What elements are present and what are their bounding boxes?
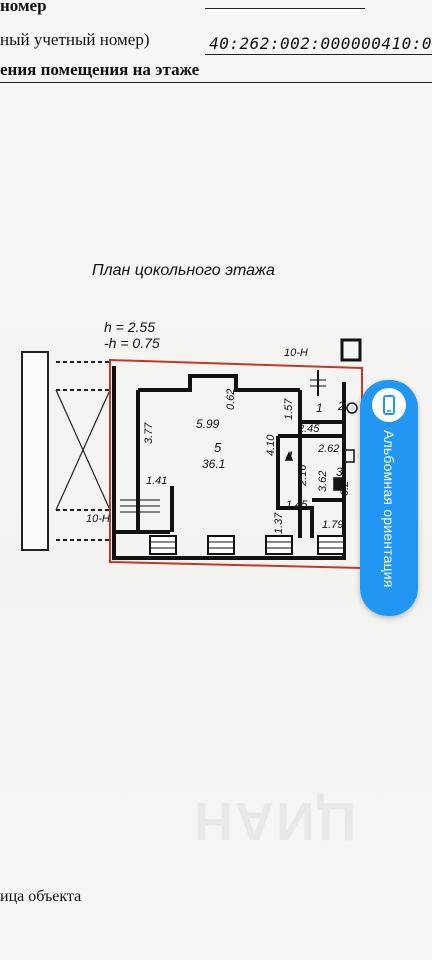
- plan-title: План цокольного этажа: [92, 262, 275, 279]
- wall-label-left: 10-Н: [86, 513, 110, 525]
- wall-label-top: 10-Н: [284, 347, 308, 359]
- height-label: h = 2.55: [104, 319, 155, 335]
- dim-2-62: 2.62: [317, 443, 339, 455]
- floor-plan: h = 2.55 -h = 0.75 10-Н 10-Н 5.99 5 36.1…: [21, 319, 363, 570]
- room-2-number: 2: [337, 399, 345, 413]
- room-4-number: 4: [286, 449, 293, 463]
- cadastral-underline: [205, 54, 432, 55]
- dim-5-99: 5.99: [196, 417, 220, 431]
- header-line-1: номер: [0, 0, 47, 15]
- dim-2-16: 2.16: [297, 464, 309, 487]
- sanitary-fixtures: [284, 402, 358, 491]
- cadastral-number: 40:262:002:000000410:0: [209, 34, 432, 53]
- screen-rotation-icon[interactable]: [372, 388, 406, 422]
- walls: [112, 366, 346, 560]
- dim-3-77: 3.77: [143, 422, 155, 444]
- dim-1-45: 1.45: [286, 499, 308, 511]
- room-1-number: 1: [316, 401, 323, 415]
- dim-4-10: 4.10: [265, 434, 277, 456]
- neg-height-label: -h = 0.75: [104, 335, 160, 351]
- basement-windows: [149, 535, 345, 555]
- dim-1-57: 1.57: [283, 398, 295, 420]
- room-5-area: 36.1: [202, 457, 225, 471]
- dim-0-62: 0.62: [225, 389, 237, 410]
- room-5-number: 5: [214, 440, 222, 455]
- top-right-column: [340, 338, 362, 362]
- header-divider: [0, 82, 432, 83]
- dim-3-62: 3.62: [317, 471, 329, 492]
- room-3-number: 3: [336, 465, 343, 479]
- dim-1-79: 1.79: [322, 519, 343, 531]
- dim-1-37: 1.37: [273, 512, 285, 534]
- dim-1-41: 1.41: [146, 475, 167, 487]
- dim-2-45: 2.45: [297, 423, 320, 435]
- room-3-area: 6.2: [339, 481, 351, 496]
- header-line-3: ения помещения на этаже: [0, 60, 200, 79]
- header-line-2: ный учетный номер): [0, 30, 150, 49]
- toast-label: Альбомная ориентация: [381, 430, 397, 588]
- stair-block: [21, 351, 111, 551]
- landscape-orientation-toast[interactable]: Альбомная ориентация: [360, 380, 418, 616]
- footer-text: ица объекта: [0, 888, 82, 905]
- top-rule: [205, 8, 365, 9]
- watermark: ЦИАН: [192, 791, 357, 851]
